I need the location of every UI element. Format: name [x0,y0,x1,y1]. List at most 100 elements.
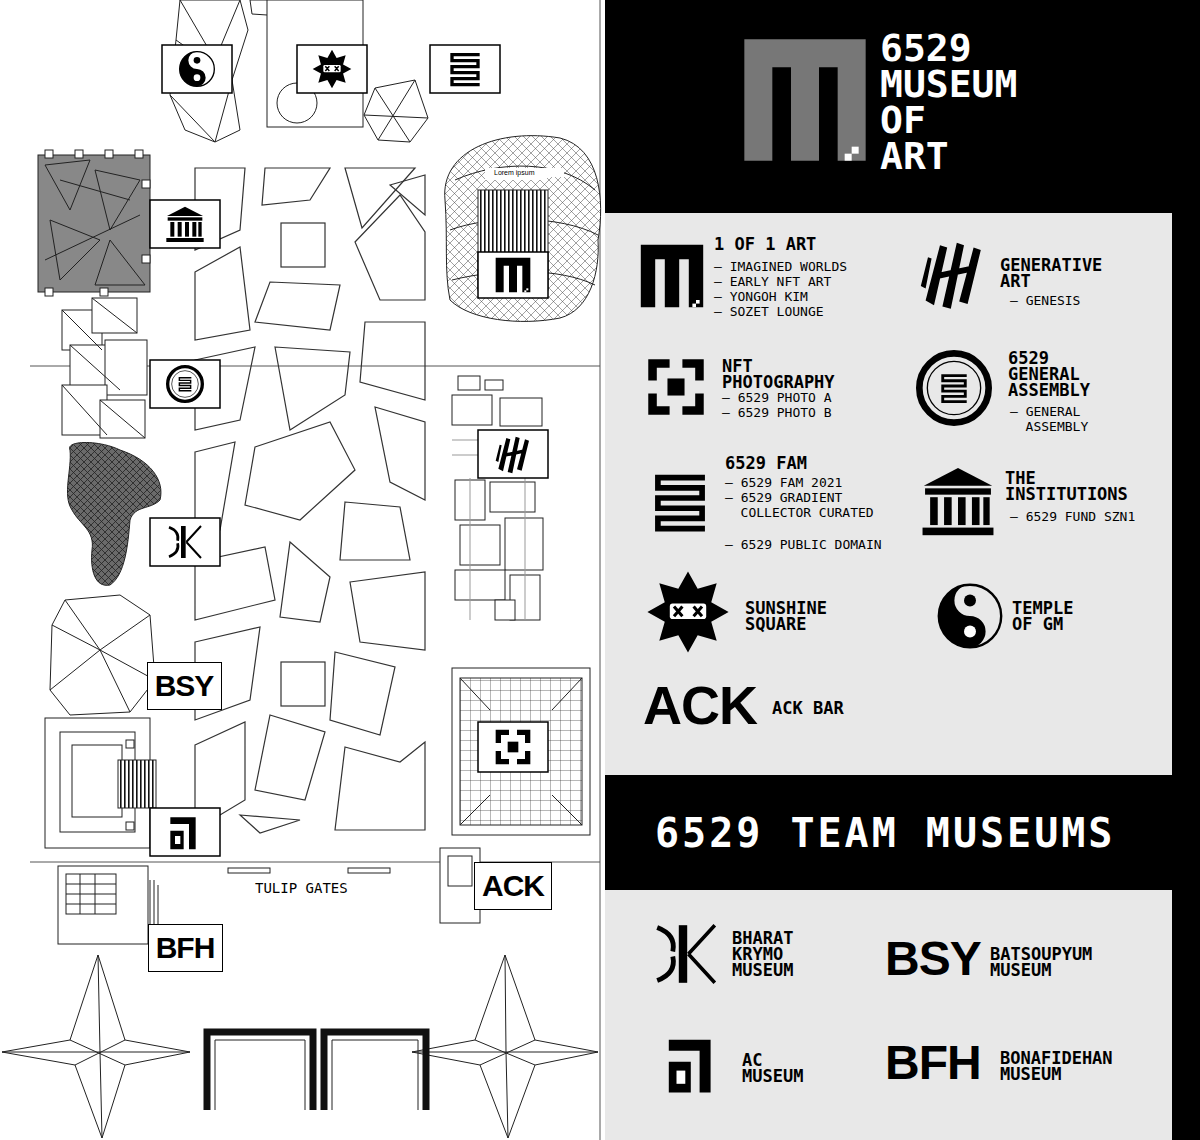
grey-block [105,150,113,158]
map-icon-boxes [168,367,203,402]
map-logo-box: BFH [148,924,223,972]
legend-icons [923,468,994,535]
map-icon-boxes [150,808,220,856]
plaza-shards [335,742,425,830]
legend-text: 6529 FAM [725,455,905,471]
right-panel [605,0,1200,1140]
bottom-structures [2,955,598,1138]
map-icon-boxes [180,52,215,87]
right-panel [744,39,865,160]
right-buildings [495,600,515,620]
plaza-shards [281,223,325,267]
right-buildings [440,376,590,923]
legend-text: ACK BAR [772,700,892,716]
plaza-shards [240,815,300,833]
grey-block [75,150,83,158]
grey-block [142,255,150,263]
left-buildings [126,740,134,748]
title-band: 6529 TEAM MUSEUMS [605,775,1172,890]
bottom-structures [207,1032,313,1110]
bottom-structures [2,955,190,1138]
map-label: – EARLY NFT ART [714,274,920,289]
map-label: TULIP GATES [255,880,385,896]
top-structures [364,80,428,142]
legend-text: TEMPLE OF GM [1012,600,1092,632]
plaza-shards [275,347,350,430]
legend-text: SUNSHINE SQUARE [745,600,855,632]
map-label: – SOZET LOUNGE [714,304,920,319]
left-buildings [67,443,160,586]
right-buildings [505,518,543,570]
plaza-shards [281,662,325,706]
plaza-shards [255,715,325,800]
grey-block [142,180,150,188]
plaza-shards [375,407,425,500]
top-structures [364,80,428,142]
map-label: – 6529 GRADIENT COLLECTOR CURATED [725,490,886,520]
plaza-shards [262,168,330,205]
grey-block [45,150,53,158]
right-buildings [460,525,500,565]
map-logo-box: ACK [474,862,552,910]
plaza-shards [330,652,395,735]
left-buildings [126,822,134,830]
legend-icons [641,245,703,307]
legend-icons [669,1040,711,1093]
right-buildings [490,482,535,512]
legend-text: NFT PHOTOGRAPHY [722,358,852,390]
map-label: – YONGOH KIM [714,289,920,304]
map-label: ACK [643,675,768,735]
right-panel [605,0,1200,1140]
map-lines [600,0,601,1140]
legend-icons [655,475,705,532]
plaza-shards [255,282,340,330]
bottom-structures [412,955,598,1138]
legend-text: BHARAT KRYMO MUSEUM [732,930,812,978]
band-text: 6529 TEAM MUSEUMS [655,810,1115,856]
map-icon-boxes [496,730,531,765]
grey-block [38,155,150,292]
map-icon-boxes [450,53,479,86]
legend-icons [648,359,703,414]
map-icon-boxes [162,45,232,93]
legend-text: BONAFIDEHAN MUSEUM [1000,1050,1140,1082]
plaza-shards [360,322,425,400]
map-icon-boxes [313,50,352,89]
map-icon-boxes [478,430,548,478]
map-lines [30,0,600,1140]
map-icon-boxes [478,722,548,772]
grey-block [45,160,145,285]
legend-icons [921,243,981,309]
map-label: – 6529 PUBLIC DOMAIN [725,537,886,552]
plaza-shards [355,195,425,300]
grey-block [100,288,108,296]
right-buildings [448,856,472,886]
legend-icons [657,925,715,983]
legend-icons [641,243,1001,1093]
map-label: – 6529 FUND SZN1 [1010,509,1141,524]
map-label: BFH [885,1036,990,1090]
map-icon-boxes [297,45,367,93]
left-buildings [50,600,155,712]
left-buildings [45,298,390,944]
bottom-structures [332,1040,418,1110]
legend-icons [939,585,1001,647]
logo-text: BSY [155,669,214,703]
map-label: – GENESIS [1010,293,1176,308]
plaza-shards [340,502,410,560]
bottom-structures [2,955,190,1138]
right-buildings [485,380,503,390]
left-buildings [105,340,147,395]
map-label: – GENERAL ASSEMBLY [1010,404,1141,434]
right-buildings [500,398,542,426]
map-label: – IMAGINED WORLDS [714,259,920,274]
hood-building [445,136,601,322]
map-label: – 6529 PHOTO A [722,390,918,405]
right-buildings [458,376,480,390]
legend-icons [647,571,728,652]
map-label: – 6529 PHOTO B [722,405,918,420]
legend-text: BATSOUPYUM MUSEUM [990,946,1120,978]
left-buildings [72,745,122,817]
map-icon-boxes [150,200,220,248]
